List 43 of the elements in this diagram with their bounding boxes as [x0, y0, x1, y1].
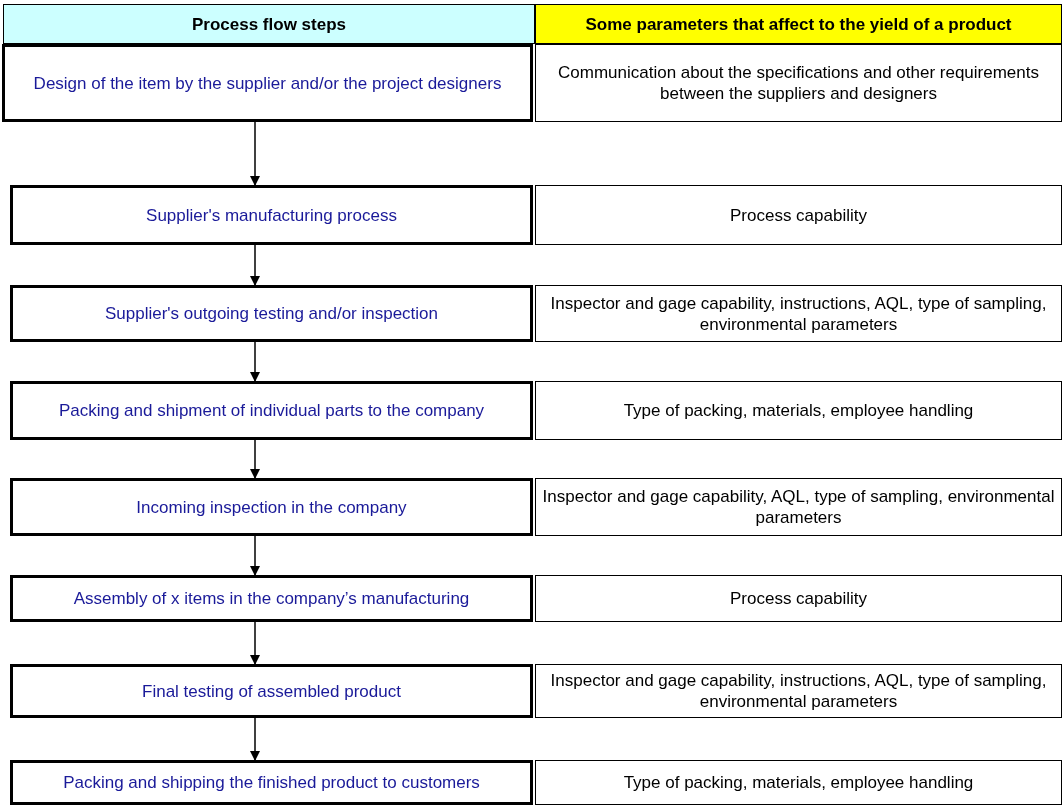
parameter-cell	[535, 44, 1062, 122]
arrow	[250, 535, 260, 576]
process-box	[10, 575, 533, 622]
process-box	[10, 381, 533, 440]
step-text: Final testing of assembled product	[142, 680, 401, 702]
arrow	[250, 621, 260, 665]
step-text: Assembly of x items in the company’s manufacturing	[73, 588, 470, 609]
arrow	[250, 439, 260, 479]
parameter-cell	[535, 575, 1062, 622]
parameter-cell	[535, 381, 1062, 440]
step-text: Design of the item by the supplier and/or the project designers	[33, 72, 502, 94]
parameter-text: Process capability	[730, 588, 867, 609]
column-heading: Process flow steps	[192, 13, 346, 35]
parameter-text: Process capability	[730, 204, 867, 226]
step-text: Packing and shipment of individual parts to the company	[58, 400, 485, 421]
parameter-cell	[535, 185, 1062, 245]
process-box	[10, 664, 533, 718]
parameter-cell	[535, 664, 1062, 718]
arrow	[250, 121, 260, 186]
column-heading: Some parameters that affect to the yield of a product	[585, 13, 1012, 35]
step-text: Packing and shipping the finished product to customers	[63, 772, 480, 793]
header-cell	[535, 4, 1062, 44]
process-box	[10, 185, 533, 245]
process-box	[10, 285, 533, 342]
arrow	[250, 341, 260, 382]
step-text: Supplier's outgoing testing and/or inspection	[104, 303, 439, 324]
header-cell	[3, 4, 535, 44]
arrow	[250, 717, 260, 761]
parameter-text: Inspector and gage capability, instructions, AQL, type of sampling, environmental parameters	[549, 670, 1048, 712]
parameter-text: Inspector and gage capability, instructions, AQL, type of sampling, environmental parameters	[549, 292, 1048, 335]
parameter-text: Type of packing, materials, employee handling	[623, 772, 974, 793]
process-box	[10, 760, 533, 805]
parameter-cell	[535, 285, 1062, 342]
process-box	[10, 478, 533, 536]
parameter-text: Type of packing, materials, employee handling	[623, 400, 974, 421]
process-box	[2, 44, 533, 122]
parameter-text: Communication about the specifications and other requirements between the suppliers and designers	[557, 62, 1040, 104]
parameter-cell	[535, 760, 1062, 805]
arrow	[250, 244, 260, 286]
step-text: Incoming inspection in the company	[136, 496, 407, 518]
step-text: Supplier's manufacturing process	[146, 204, 397, 226]
parameter-text: Inspector and gage capability, AQL, type of sampling, environmental parameters	[541, 486, 1056, 528]
parameter-cell	[535, 478, 1062, 536]
